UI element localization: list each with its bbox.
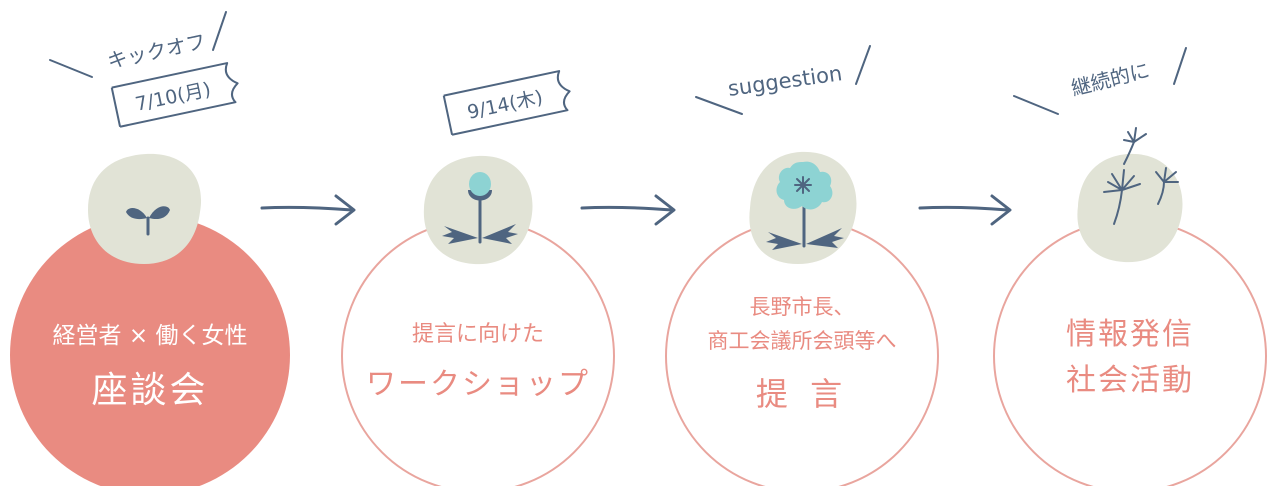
bud-petal: [469, 172, 491, 196]
date-flag: 7/10(月): [110, 62, 239, 128]
step-subtitle-line1: 長野市長、: [750, 295, 855, 319]
callout-slash-left: [695, 96, 743, 115]
asterisk-stroke-4: [796, 178, 810, 192]
callout-slash-right: [212, 11, 227, 51]
step-circle-filled: [10, 215, 290, 486]
flag-shape: [442, 70, 571, 136]
callout-suggestion: suggestion: [695, 45, 871, 115]
arrow-head: [990, 194, 1012, 226]
sprout-leaf-left: [126, 208, 147, 220]
icon-blob: [88, 153, 202, 264]
sprout-icon: [126, 206, 170, 236]
arrow-shaft: [918, 205, 1010, 212]
seed-stem-right: [1157, 181, 1165, 205]
step-workshop: 9/14(木) 提言に向けた ワークショップ: [341, 70, 615, 486]
arrow-shaft: [580, 205, 674, 212]
bud-icon: [442, 172, 518, 244]
callout-continuous: 継続的に: [1013, 47, 1187, 115]
step-kickoff: キックオフ 7/10(月) 経営者 × 働く女性 座談会: [10, 11, 290, 486]
step-proposal: suggestion 長野市長、 商工会議所会頭等へ 提 言: [665, 45, 939, 486]
step-continuous: 継続的に 情報発信 社会活動: [993, 47, 1267, 486]
step-emphasis: ワークショップ: [366, 367, 590, 402]
seed-pappus-right: [1155, 167, 1179, 183]
icon-blob: [423, 155, 533, 265]
bud-leaf-right: [482, 224, 518, 244]
seed-stem-main: [1113, 189, 1123, 225]
step-subtitle: 経営者 × 働く女性: [53, 323, 248, 349]
arrow-right-icon: [260, 194, 356, 226]
flower-leaf-left: [766, 232, 802, 250]
arrow-shaft: [260, 205, 354, 212]
seed-pappus-top: [1123, 127, 1147, 143]
step-line1: 情報発信: [1066, 317, 1194, 352]
callout-slash-left: [1013, 95, 1059, 115]
arrow-right-icon: [580, 194, 676, 226]
seed-stem-top: [1123, 141, 1135, 165]
arrow-right-icon: [918, 194, 1012, 226]
callout-slash-right: [855, 45, 871, 85]
dandelion-seed-icon: [1103, 127, 1179, 225]
step-subtitle-line2: 商工会議所会頭等へ: [708, 329, 897, 353]
step-subtitle: 提言に向けた: [412, 322, 544, 347]
sprout-leaf-right: [149, 206, 170, 220]
arrow-head: [654, 194, 676, 226]
callout-kickoff: キックオフ: [49, 11, 227, 78]
bud-leaf-left: [442, 226, 478, 244]
callout-text: suggestion: [726, 61, 843, 101]
date-flag: 9/14(木): [442, 70, 571, 136]
icon-blob: [1077, 153, 1183, 263]
arrow-head: [334, 194, 356, 226]
step-line2: 社会活動: [1066, 363, 1194, 398]
step-emphasis: 座談会: [91, 370, 208, 411]
callout-text: キックオフ: [105, 29, 208, 73]
seed-pappus-main: [1103, 169, 1141, 193]
callout-slash-left: [49, 59, 93, 78]
flower-leaf-right: [806, 228, 844, 248]
callout-slash-right: [1173, 47, 1187, 85]
callout-text: 継続的に: [1069, 58, 1152, 101]
flag-shape: [110, 62, 239, 128]
step-emphasis: 提 言: [756, 375, 848, 413]
flower-icon: [766, 161, 844, 250]
flower-center-asterisk: [794, 176, 812, 194]
